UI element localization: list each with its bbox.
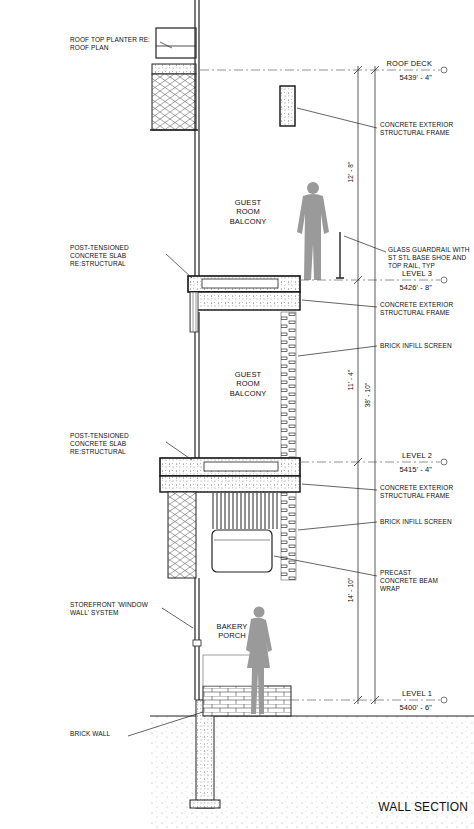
space-name: GUEST ROOM BALCONY [223,198,273,226]
level-name: LEVEL 2 [372,451,432,460]
note-text: PRECAST CONCRETE BEAM WRAP [380,569,442,593]
level-name: LEVEL 3 [372,269,432,278]
elevation: 5400' - 6" [372,703,432,712]
note-text: STOREFRONT 'WINDOW WALL' SYSTEM [70,601,160,617]
note-text: CONCRETE EXTERIOR STRUCTURAL FRAME [380,301,468,317]
note-text: BRICK INFILL SCREEN [380,342,468,350]
dimension: 14' - 10" [347,576,355,605]
drawing-title: WALL SECTION [378,800,468,815]
note-text: CONCRETE EXTERIOR STRUCTURAL FRAME [380,121,468,137]
note-text: BRICK WALL [70,730,128,738]
elevation: 5439' - 4" [372,73,432,82]
note-text: BRICK INFILL SCREEN [380,518,468,526]
note-text: POST-TENSIONED CONCRETE SLAB RE:STRUCTUR… [70,432,164,456]
elevation: 5426' - 8" [372,283,432,292]
level-name: ROOF DECK [372,59,432,68]
space-name: BAKERY PORCH [212,622,252,641]
dimension: 12' - 8" [347,160,355,185]
space-name: GUEST ROOM BALCONY [223,370,273,398]
note-text: ROOF TOP PLANTER RE: ROOF PLAN [70,36,158,52]
note-text: POST-TENSIONED CONCRETE SLAB RE:STRUCTUR… [70,244,164,268]
note-text: GLASS GUARDRAIL WITH ST STL BASE SHOE AN… [388,246,470,270]
elevation: 5415' - 4" [372,465,432,474]
dimension: 11' - 4" [347,368,355,393]
dimension: 38' - 10" [364,381,372,410]
level-name: LEVEL 1 [372,689,432,698]
note-text: CONCRETE EXTERIOR STRUCTURAL FRAME [380,484,468,500]
